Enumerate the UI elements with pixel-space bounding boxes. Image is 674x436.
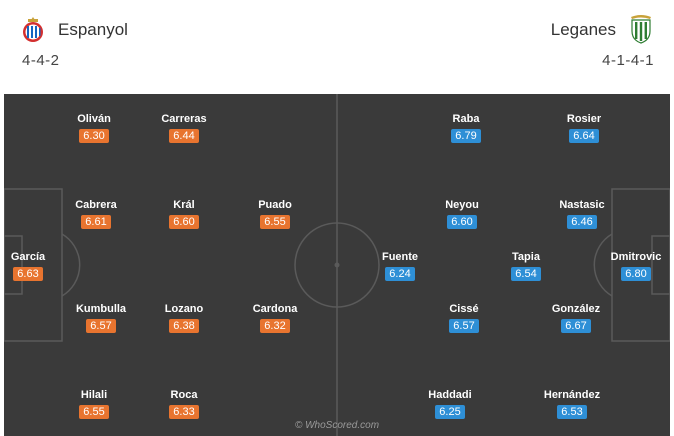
- away-player[interactable]: Tapia 6.54: [496, 251, 556, 282]
- away-player[interactable]: Hernández 6.53: [542, 389, 602, 420]
- player-name: Fuente: [381, 251, 419, 263]
- away-player[interactable]: Raba 6.79: [436, 113, 496, 144]
- player-name: Dmitrovic: [610, 251, 662, 263]
- player-rating-badge: 6.60: [447, 215, 477, 229]
- espanyol-crest-icon: [21, 16, 45, 44]
- away-player[interactable]: Neyou 6.60: [432, 199, 492, 230]
- player-rating-badge: 6.46: [567, 215, 597, 229]
- away-player[interactable]: González 6.67: [546, 303, 606, 334]
- player-rating-badge: 6.55: [260, 215, 290, 229]
- player-name: Hernández: [543, 389, 601, 401]
- away-player[interactable]: Cissé 6.57: [434, 303, 494, 334]
- player-rating-badge: 6.53: [557, 405, 587, 419]
- home-player[interactable]: Král 6.60: [154, 199, 214, 230]
- away-player[interactable]: Rosier 6.64: [554, 113, 614, 144]
- leganes-crest-icon: [628, 14, 654, 44]
- player-name: Carreras: [161, 113, 207, 125]
- home-player[interactable]: Cabrera 6.61: [66, 199, 126, 230]
- player-name: García: [10, 251, 46, 263]
- home-player[interactable]: García 6.63: [4, 251, 58, 282]
- home-team-name[interactable]: Espanyol: [58, 20, 128, 39]
- player-rating-badge: 6.38: [169, 319, 199, 333]
- home-player[interactable]: Carreras 6.44: [154, 113, 214, 144]
- away-team-name[interactable]: Leganes: [550, 20, 616, 39]
- player-name: Král: [173, 199, 195, 211]
- player-rating-badge: 6.67: [561, 319, 591, 333]
- player-name: Nastasic: [559, 199, 605, 211]
- pitch-markings: [4, 94, 670, 436]
- player-rating-badge: 6.63: [13, 267, 43, 281]
- away-player[interactable]: Haddadi 6.25: [420, 389, 480, 420]
- home-player[interactable]: Cardona 6.32: [245, 303, 305, 334]
- away-player[interactable]: Fuente 6.24: [370, 251, 430, 282]
- player-name: Tapia: [512, 251, 540, 263]
- player-name: Lozano: [164, 303, 204, 315]
- player-name: Cissé: [449, 303, 479, 315]
- home-player[interactable]: Kumbulla 6.57: [71, 303, 131, 334]
- player-rating-badge: 6.80: [621, 267, 651, 281]
- away-player[interactable]: Dmitrovic 6.80: [606, 251, 666, 282]
- player-rating-badge: 6.54: [511, 267, 541, 281]
- player-rating-badge: 6.44: [169, 129, 199, 143]
- player-rating-badge: 6.64: [569, 129, 599, 143]
- player-name: Hilali: [80, 389, 108, 401]
- player-name: Roca: [170, 389, 198, 401]
- player-rating-badge: 6.25: [435, 405, 465, 419]
- player-rating-badge: 6.30: [79, 129, 109, 143]
- match-header: Espanyol 4-4-2 Leganes 4-1-4-1: [0, 0, 674, 92]
- player-name: Cardona: [252, 303, 298, 315]
- home-player[interactable]: Hilali 6.55: [64, 389, 124, 420]
- home-player[interactable]: Puado 6.55: [245, 199, 305, 230]
- player-rating-badge: 6.60: [169, 215, 199, 229]
- away-player[interactable]: Nastasic 6.46: [552, 199, 612, 230]
- home-player[interactable]: Roca 6.33: [154, 389, 214, 420]
- player-rating-badge: 6.79: [451, 129, 481, 143]
- player-name: Raba: [452, 113, 480, 125]
- player-name: Puado: [258, 199, 292, 211]
- player-name: Haddadi: [428, 389, 472, 401]
- away-formation: 4-1-4-1: [602, 52, 654, 69]
- home-player[interactable]: Lozano 6.38: [154, 303, 214, 334]
- player-rating-badge: 6.24: [385, 267, 415, 281]
- player-name: González: [551, 303, 601, 315]
- player-rating-badge: 6.61: [81, 215, 111, 229]
- home-player[interactable]: Oliván 6.30: [64, 113, 124, 144]
- player-rating-badge: 6.57: [86, 319, 116, 333]
- player-name: Rosier: [566, 113, 602, 125]
- player-name: Kumbulla: [75, 303, 127, 315]
- player-name: Oliván: [77, 113, 111, 125]
- player-rating-badge: 6.55: [79, 405, 109, 419]
- home-formation: 4-4-2: [22, 52, 60, 69]
- player-rating-badge: 6.57: [449, 319, 479, 333]
- player-name: Neyou: [445, 199, 479, 211]
- player-name: Cabrera: [75, 199, 117, 211]
- player-rating-badge: 6.33: [169, 405, 199, 419]
- player-rating-badge: 6.32: [260, 319, 290, 333]
- watermark: © WhoScored.com: [294, 420, 380, 431]
